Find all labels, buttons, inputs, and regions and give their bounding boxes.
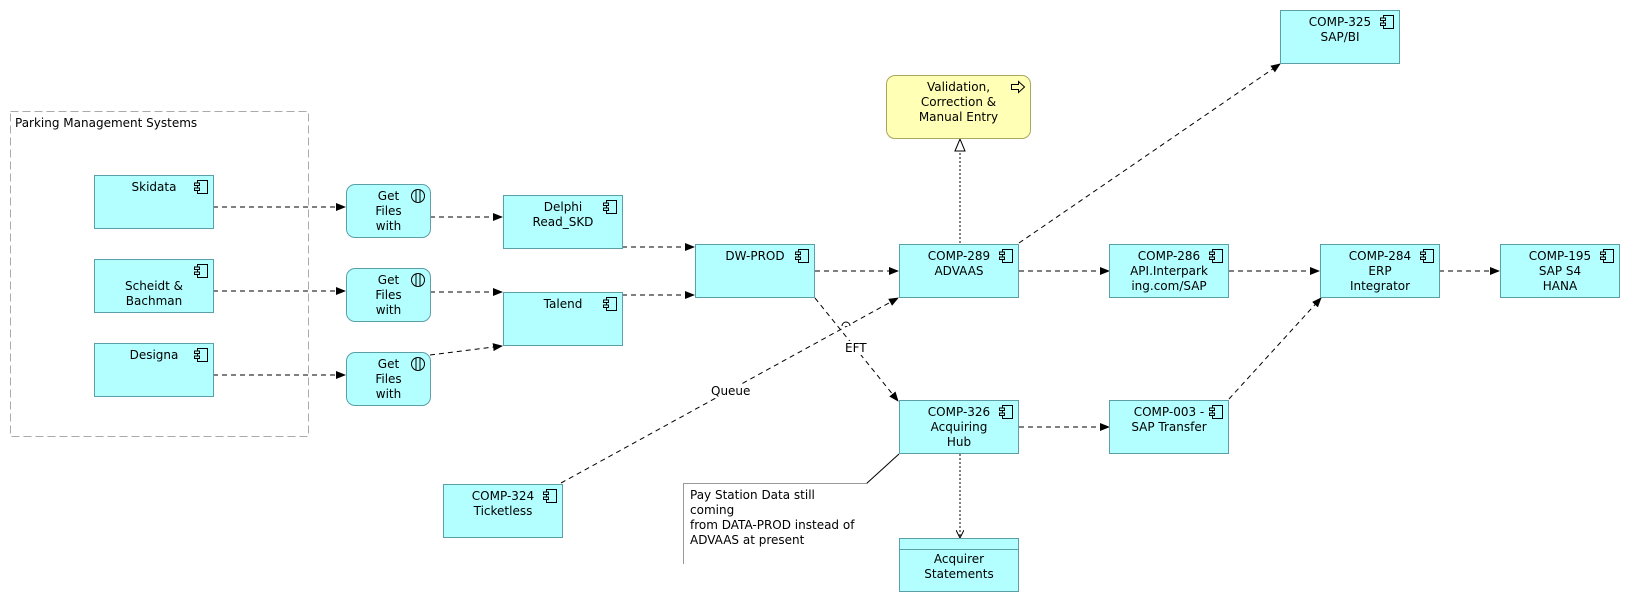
edge-jump: [841, 321, 851, 327]
component-label: COMP-195 SAP S4 HANA: [1528, 249, 1592, 293]
edge-comp289-comp325: [1018, 63, 1281, 244]
component-comp-284[interactable]: COMP-284 ERP Integrator: [1320, 244, 1440, 298]
service-label: Get Files with: [375, 189, 402, 233]
component-label: COMP-289 ADVAAS: [927, 249, 991, 278]
component-icon: [603, 200, 617, 214]
edge-comp326-note: [865, 453, 900, 485]
event-arrow-icon: [1011, 80, 1025, 94]
component-icon: [603, 297, 617, 311]
service-label: Get Files with: [375, 273, 402, 317]
group-boundary: [10, 111, 309, 437]
service-get-files-2[interactable]: Get Files with: [346, 268, 431, 322]
event-label: Validation, Correction & Manual Entry: [918, 80, 999, 124]
edge-getfiles3-talend: [429, 343, 503, 356]
component-label: COMP-324 Ticketless: [471, 489, 535, 518]
service-icon: [411, 189, 425, 203]
component-label: Designa: [129, 348, 179, 362]
component-icon: [194, 348, 208, 362]
component-comp-003[interactable]: COMP-003 - SAP Transfer: [1109, 400, 1229, 454]
component-comp-326[interactable]: COMP-326 Acquiring Hub: [899, 400, 1019, 454]
component-icon: [1380, 15, 1394, 29]
component-icon: [1600, 249, 1614, 263]
component-talend[interactable]: Talend: [503, 292, 623, 346]
group-label: Parking Management Systems: [15, 116, 198, 130]
component-icon: [999, 405, 1013, 419]
component-label: COMP-325 SAP/BI: [1308, 15, 1372, 44]
component-icon: [1420, 249, 1434, 263]
component-icon: [194, 180, 208, 194]
service-icon: [411, 357, 425, 371]
edge-label-eft: EFT: [843, 341, 869, 355]
component-scheidt-bachman[interactable]: Scheidt & Bachman: [94, 259, 214, 313]
component-label: COMP-284 ERP Integrator: [1348, 249, 1412, 293]
component-designa[interactable]: Designa: [94, 343, 214, 397]
component-icon: [543, 489, 557, 503]
artifact-acquirer-statements[interactable]: Acquirer Statements: [899, 538, 1019, 592]
component-label: DW-PROD: [725, 249, 785, 263]
note-pay-station[interactable]: Pay Station Data still coming from DATA-…: [684, 484, 868, 564]
component-icon: [1209, 249, 1223, 263]
component-icon: [999, 249, 1013, 263]
component-label: Skidata: [131, 180, 177, 194]
component-icon: [1209, 405, 1223, 419]
service-get-files-3[interactable]: Get Files with: [346, 352, 431, 406]
component-comp-289[interactable]: COMP-289 ADVAAS: [899, 244, 1019, 298]
component-label: COMP-326 Acquiring Hub: [927, 405, 991, 449]
component-label: COMP-003 - SAP Transfer: [1131, 405, 1207, 434]
artifact-separator: [900, 549, 1018, 550]
service-get-files-1[interactable]: Get Files with: [346, 184, 431, 238]
component-comp-325[interactable]: COMP-325 SAP/BI: [1280, 10, 1400, 64]
component-icon: [194, 264, 208, 278]
component-delphi[interactable]: Delphi Read_SKD: [503, 195, 623, 249]
service-icon: [411, 273, 425, 287]
component-label: Scheidt & Bachman: [124, 279, 184, 308]
component-label: Talend: [543, 297, 583, 311]
edge-label-queue: Queue: [709, 384, 753, 398]
component-dw-prod[interactable]: DW-PROD: [695, 244, 815, 298]
service-label: Get Files with: [375, 357, 402, 401]
note-text: Pay Station Data still coming from DATA-…: [690, 488, 855, 547]
component-icon: [795, 249, 809, 263]
component-label: COMP-286 API.Interpark ing.com/SAP: [1130, 249, 1208, 293]
component-comp-324[interactable]: COMP-324 Ticketless: [443, 484, 563, 538]
artifact-label: Acquirer Statements: [924, 552, 994, 581]
component-comp-286[interactable]: COMP-286 API.Interpark ing.com/SAP: [1109, 244, 1229, 298]
component-label: Delphi Read_SKD: [532, 200, 594, 229]
component-skidata[interactable]: Skidata: [94, 175, 214, 229]
event-validation[interactable]: Validation, Correction & Manual Entry: [886, 75, 1031, 139]
component-comp-195[interactable]: COMP-195 SAP S4 HANA: [1500, 244, 1620, 298]
edge-comp003-comp284: [1228, 297, 1322, 400]
